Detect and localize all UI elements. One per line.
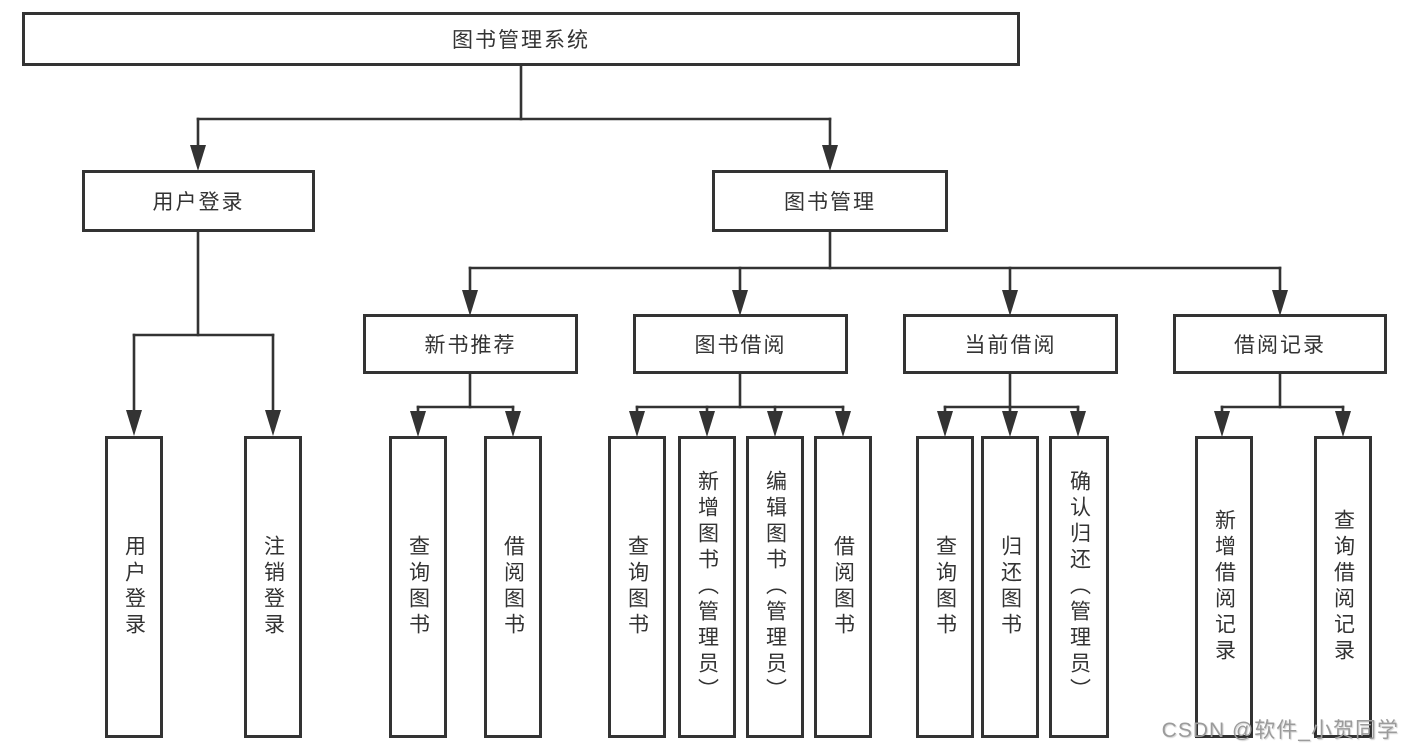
leaf-user-login: 用户登录 — [105, 436, 163, 738]
leaf-add-borrow-record: 新增借阅记录 — [1195, 436, 1253, 738]
leaf-add-books-admin: 新增图书（管理员） — [678, 436, 736, 738]
node-user-login: 用户登录 — [82, 170, 315, 232]
node-root-system: 图书管理系统 — [22, 12, 1020, 66]
leaf-query-borrow-record: 查询借阅记录 — [1314, 436, 1372, 738]
node-borrow-record: 借阅记录 — [1173, 314, 1387, 374]
csdn-watermark: CSDN @软件_小贺同学 — [1161, 719, 1399, 742]
node-current-borrow: 当前借阅 — [903, 314, 1118, 374]
leaf-return-books: 归还图书 — [981, 436, 1039, 738]
leaf-confirm-return-admin: 确认归还（管理员） — [1049, 436, 1109, 738]
leaf-query-books-borrow: 查询图书 — [608, 436, 666, 738]
node-book-management: 图书管理 — [712, 170, 948, 232]
leaf-query-books-current: 查询图书 — [916, 436, 974, 738]
leaf-borrow-books: 借阅图书 — [814, 436, 872, 738]
node-book-borrow: 图书借阅 — [633, 314, 848, 374]
node-new-book-recommend: 新书推荐 — [363, 314, 578, 374]
leaf-borrow-books-recommend: 借阅图书 — [484, 436, 542, 738]
leaf-edit-books-admin: 编辑图书（管理员） — [746, 436, 804, 738]
leaf-logout: 注销登录 — [244, 436, 302, 738]
leaf-query-books-recommend: 查询图书 — [389, 436, 447, 738]
